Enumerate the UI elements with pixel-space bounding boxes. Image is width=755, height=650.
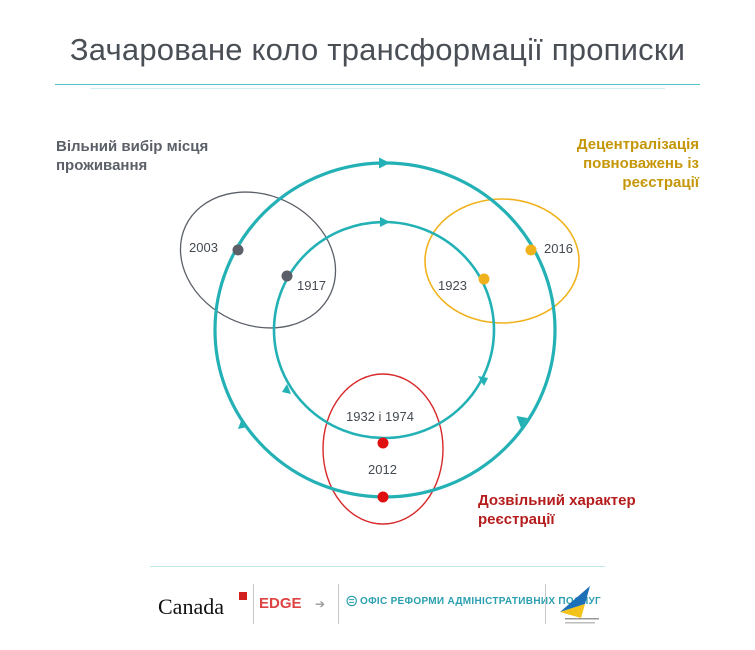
dot-2003: [232, 244, 244, 256]
year-label-1932-1974: 1932 і 1974: [346, 409, 414, 424]
page-title: Зачароване коло трансформації прописки: [69, 32, 686, 67]
orange-ellipse: [424, 198, 580, 324]
dot-1923: [478, 273, 490, 285]
canada-flag-icon: [239, 592, 247, 600]
outer-arrow-right-icon: [516, 416, 528, 428]
dot-2016: [525, 244, 537, 256]
title-divider-light: [90, 88, 665, 89]
annotation-line: реєстрації: [478, 511, 555, 528]
year-label-1923: 1923: [438, 278, 467, 293]
annotation-decentralization: Децентралізація повноважень із реєстраці…: [577, 135, 699, 192]
annotation-line: реєстрації: [622, 174, 699, 191]
title-divider: [55, 84, 700, 85]
annotation-line: Вільний вибір місця: [56, 138, 209, 155]
ministry-emblem-icon: [560, 586, 599, 624]
dot-1917: [281, 270, 293, 282]
office-reform-logo: ОФІС РЕФОРМИ АДМІНІСТРАТИВНИХ ПОСЛУГ: [360, 596, 602, 607]
dot-2012: [377, 491, 389, 503]
inner-teal-circle: [272, 220, 496, 440]
footer-divider: [150, 566, 605, 567]
edge-logo: EDGE: [259, 595, 302, 612]
year-label-2003: 2003: [189, 240, 218, 255]
annotation-line: Дозвільний характер: [478, 492, 636, 509]
logo-separator: [545, 584, 546, 624]
inner-arrow-top-icon: [380, 217, 390, 227]
red-ellipse: [322, 373, 444, 525]
year-label-2016: 2016: [544, 241, 573, 256]
office-reform-icon: ⊜: [345, 593, 359, 610]
annotation-free-choice: Вільний вибір місця проживання: [56, 137, 208, 175]
gray-ellipse: [179, 191, 337, 329]
year-label-1917: 1917: [297, 278, 326, 293]
logo-separator: [338, 584, 339, 624]
logo-separator: [253, 584, 254, 624]
canada-wordmark: Canada: [158, 594, 224, 619]
annotation-line: Децентралізація: [576, 136, 699, 153]
partner-logos: Canada EDGE ➔ ⊜ ОФІС РЕФОРМИ АДМІНІСТРАТ…: [155, 580, 625, 630]
year-label-2012: 2012: [368, 462, 397, 477]
outer-arrow-left-icon: [238, 418, 247, 429]
annotation-line: повноважень із: [583, 155, 699, 172]
outer-arrow-top-icon: [379, 157, 390, 169]
inner-arrow-right-icon: [478, 376, 488, 386]
annotation-permissive: Дозвільний характер реєстрації: [478, 491, 636, 529]
inner-arrow-left-icon: [282, 384, 291, 394]
edge-arrow-icon: ➔: [315, 597, 326, 611]
dot-1932-1974: [377, 437, 389, 449]
annotation-line: проживання: [56, 157, 148, 174]
